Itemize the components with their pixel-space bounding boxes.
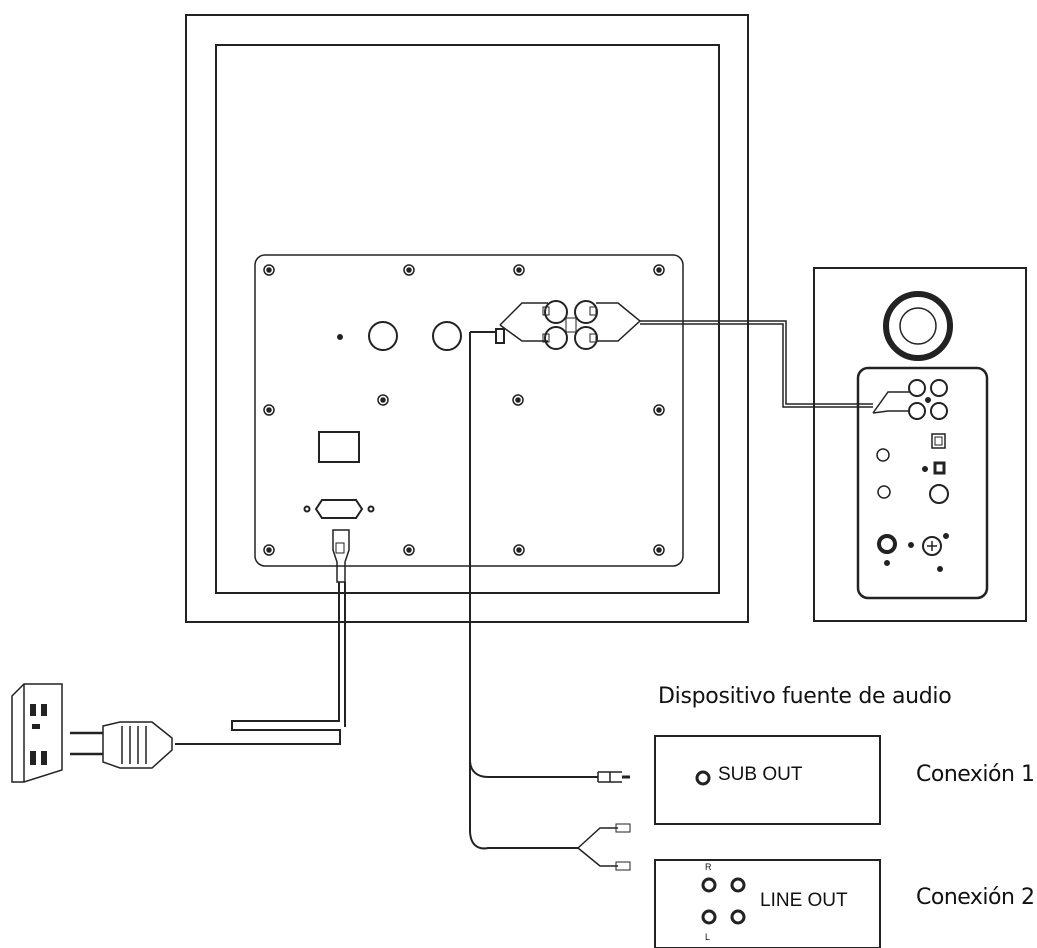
connection-1-label: Conexión 1: [916, 762, 1035, 787]
connection-2-label: Conexión 2: [916, 885, 1035, 910]
sub-out-label: SUB OUT: [718, 764, 803, 785]
speaker-cable: [640, 320, 873, 408]
line-out-device: [654, 859, 881, 948]
power-switch: [318, 431, 360, 463]
sub-input-jack: [495, 328, 505, 344]
panel-screws: [263, 264, 665, 556]
line-out-jack-l1: [701, 909, 717, 925]
tweeter: [883, 291, 953, 361]
speaker-output-terminals: [499, 300, 642, 350]
line-out-jack-r2: [730, 877, 746, 893]
control-knobs: [337, 321, 462, 351]
sub-out-jack: [695, 770, 711, 786]
satellite-input-jacks: [872, 379, 948, 420]
subwoofer-cabinet: [185, 14, 749, 623]
sub-out-device: [654, 735, 881, 825]
channel-r-label: R: [705, 862, 712, 872]
line-out-jack-r1: [701, 877, 717, 893]
power-inlet: [303, 499, 375, 519]
line-out-jack-l2: [730, 909, 746, 925]
satellite-speaker: [813, 267, 1027, 622]
power-plug: [70, 721, 173, 769]
wall-outlet: [11, 683, 63, 783]
signal-cable: [469, 331, 631, 871]
line-out-label: LINE OUT: [760, 890, 848, 911]
power-cord: [175, 529, 350, 745]
channel-l-label: L: [705, 932, 711, 942]
audio-source-title: Dispositivo fuente de audio: [658, 684, 952, 709]
